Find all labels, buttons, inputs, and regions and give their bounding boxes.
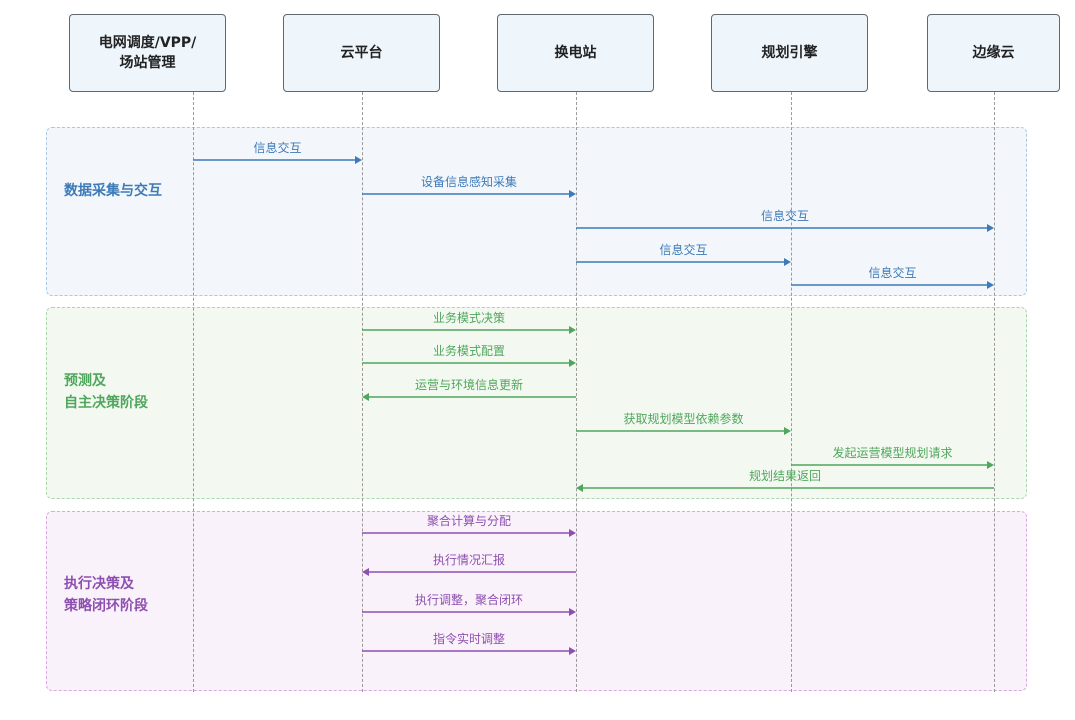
- message-arrowhead: [569, 529, 576, 537]
- message-arrowhead: [355, 156, 362, 164]
- message-arrowhead: [362, 568, 369, 576]
- message-arrowhead: [569, 647, 576, 655]
- message-arrowhead: [569, 326, 576, 334]
- message-label: 运营与环境信息更新: [414, 378, 524, 392]
- message-label: 信息交互: [868, 266, 917, 280]
- message-label: 业务模式配置: [432, 344, 506, 358]
- phase-region: [46, 511, 1027, 691]
- lifeline-edge: [994, 92, 995, 692]
- message-arrowhead: [569, 190, 576, 198]
- message-label: 信息交互: [760, 209, 810, 223]
- message-label: 信息交互: [253, 141, 302, 155]
- message-label: 执行情况汇报: [432, 553, 506, 567]
- actor-cloud: 云平台: [283, 14, 440, 92]
- actor-grid: 电网调度/VPP/ 场站管理: [69, 14, 226, 92]
- lifeline-grid: [193, 92, 194, 692]
- phase-label: 数据采集与交互: [64, 183, 162, 199]
- message-label: 执行调整，聚合闭环: [414, 593, 524, 607]
- message-arrowhead: [569, 359, 576, 367]
- message-arrowhead: [569, 608, 576, 616]
- actor-edge: 边缘云: [927, 14, 1060, 92]
- message-arrowhead: [362, 393, 369, 401]
- actor-planner: 规划引擎: [711, 14, 868, 92]
- message-label: 信息交互: [659, 243, 708, 257]
- message-label: 发起运营模型规划请求: [832, 446, 953, 460]
- actor-station: 换电站: [497, 14, 654, 92]
- lifeline-cloud: [362, 92, 363, 692]
- phase-region: [46, 127, 1027, 296]
- lifeline-planner: [791, 92, 792, 692]
- message-arrowhead: [987, 461, 994, 469]
- message-arrowhead: [784, 427, 791, 435]
- message-label: 规划结果返回: [748, 469, 822, 483]
- message-arrowhead: [987, 224, 994, 232]
- message-arrowhead: [784, 258, 791, 266]
- message-label: 获取规划模型依赖参数: [623, 412, 744, 426]
- message-arrowhead: [576, 484, 583, 492]
- message-label: 聚合计算与分配: [426, 514, 512, 528]
- message-label: 业务模式决策: [432, 311, 506, 325]
- lifeline-station: [576, 92, 577, 692]
- phase-region: [46, 307, 1027, 499]
- message-label: 设备信息感知采集: [420, 175, 518, 189]
- phase-label: 执行决策及 策略闭环阶段: [64, 576, 148, 614]
- message-label: 指令实时调整: [432, 632, 506, 646]
- message-arrowhead: [987, 281, 994, 289]
- phase-label: 预测及 自主决策阶段: [64, 373, 148, 411]
